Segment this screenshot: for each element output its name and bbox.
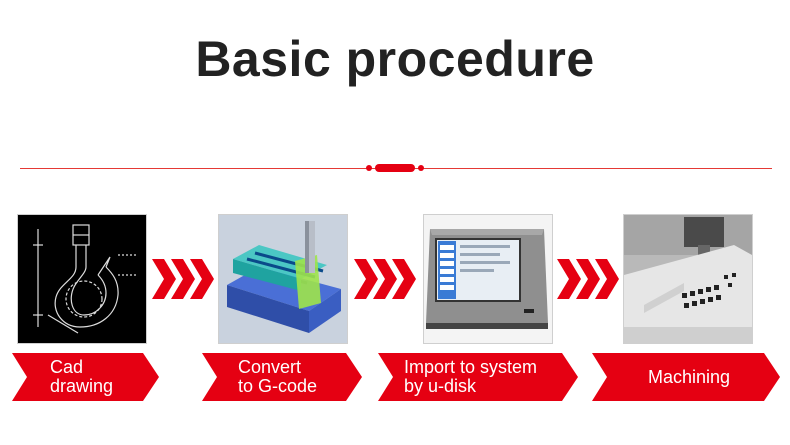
chevron-arrow-icon <box>557 259 619 299</box>
step-label-line: to G-code <box>238 377 317 396</box>
g-code-simulation-image <box>218 214 348 344</box>
step-label-convert: Convert to G-code <box>202 353 362 401</box>
step-label-line: Cad <box>50 358 113 377</box>
step-label-machining: Machining <box>592 353 780 401</box>
step-label-import: Import to system by u-disk <box>378 353 578 401</box>
cnc-machining-image <box>623 214 753 344</box>
step-label-line: Convert <box>238 358 317 377</box>
chevron-arrow-icon <box>354 259 416 299</box>
cad-drawing-hook-image <box>17 214 147 344</box>
step-label-line: Machining <box>648 368 730 387</box>
step-label-cad-drawing: Cad drawing <box>12 353 159 401</box>
chevron-arrow-icon <box>152 259 214 299</box>
control-panel-image <box>423 214 553 344</box>
step-label-line: Import to system <box>404 358 537 377</box>
step-label-line: by u-disk <box>404 377 537 396</box>
divider-ornament <box>365 162 425 174</box>
step-label-line: drawing <box>50 377 113 396</box>
page-title: Basic procedure <box>0 30 790 88</box>
